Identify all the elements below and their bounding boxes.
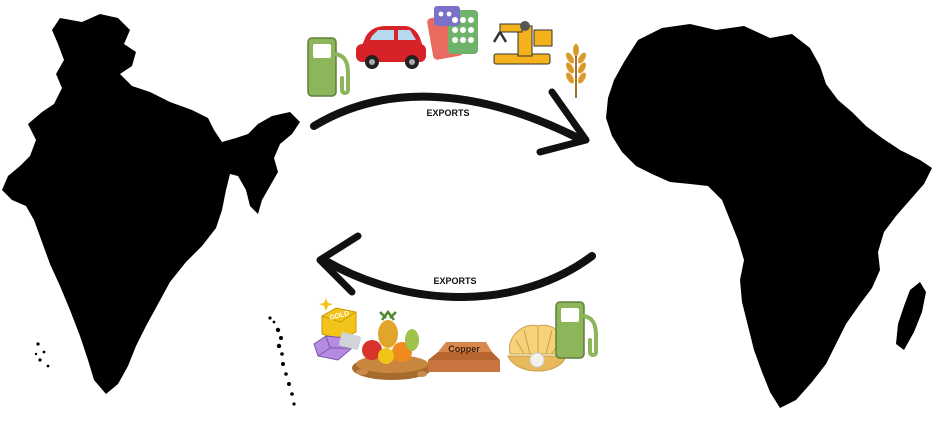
fuel-pump-icon [555,301,598,359]
gold-label: GOLD [329,310,350,322]
flow-label-top: EXPORTS [426,108,469,118]
medicine-tablets-icon [427,6,478,60]
gold-icon: GOLD [319,298,357,341]
flow-arrow-africa-to-india: EXPORTS [316,232,596,301]
car-icon [356,26,426,69]
copper-bars-icon: Copper [428,342,500,372]
india-map [2,14,300,406]
pearl-oyster-icon [507,324,567,372]
gemstone-icon [313,332,361,361]
wheat-icon [566,44,586,98]
machinery-icon [492,21,553,65]
africa-map [606,24,932,408]
fuel-pump-icon [307,37,350,97]
fruits-nuts-icon [352,309,432,380]
flow-label-bottom: EXPORTS [433,276,476,286]
copper-label: Copper [448,344,480,354]
flow-arrow-india-to-africa: EXPORTS [310,88,590,156]
